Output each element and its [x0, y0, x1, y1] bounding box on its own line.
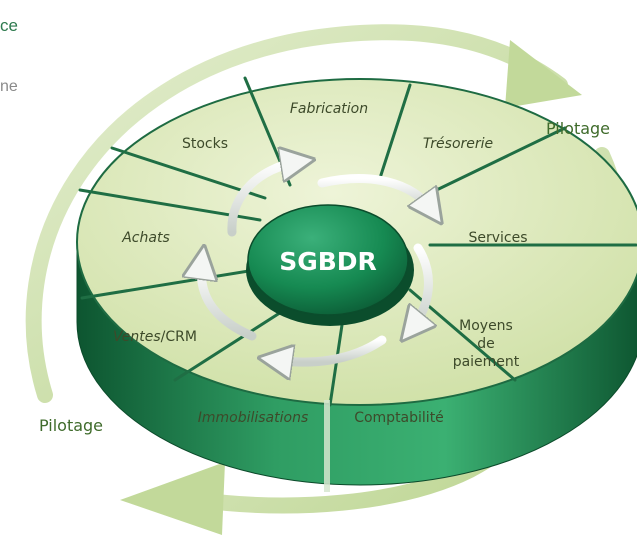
cycle-arrow-right-top [317, 174, 432, 210]
pilotage-arc-top [25, 24, 568, 403]
cycle-arrow-right [412, 243, 428, 328]
segment-comptabilite: Comptabilité [354, 410, 444, 426]
hub [247, 204, 409, 316]
pilotage-arrowhead-top [505, 40, 582, 108]
segment-ventes: Ventes [113, 329, 161, 345]
segment-ventes-crm: Ventes/CRM [113, 329, 197, 345]
cycle-arrow-top [227, 162, 298, 237]
hub-cycle-arrows [201, 162, 432, 362]
segment-crm: /CRM [161, 329, 197, 345]
segment-moyens-line2: de [477, 336, 495, 352]
rim-seam [324, 400, 330, 492]
pilotage-arrowhead-bottom [120, 462, 225, 535]
segment-services: Services [468, 230, 527, 246]
cycle-arrow-bottom [275, 335, 387, 362]
cycle-arrow-left [201, 262, 257, 341]
segment-achats: Achats [121, 230, 170, 246]
pilotage-label-bottom-left: Pilotage [39, 416, 103, 435]
segment-stocks: Stocks [182, 136, 228, 152]
pilotage-label-top-right: Pilotage [546, 119, 610, 138]
segment-moyens-line3: paiement [453, 354, 520, 370]
cropped-heading-fragment: ce [0, 16, 18, 35]
segment-tresorerie: Trésorerie [423, 136, 493, 152]
segment-fabrication: Fabrication [290, 101, 368, 117]
segment-moyens-line1: Moyens [459, 318, 513, 334]
cropped-text-fragment: ne [0, 78, 18, 95]
hub-label: SGBDR [279, 247, 377, 276]
segment-immobilisations: Immobilisations [198, 410, 309, 426]
